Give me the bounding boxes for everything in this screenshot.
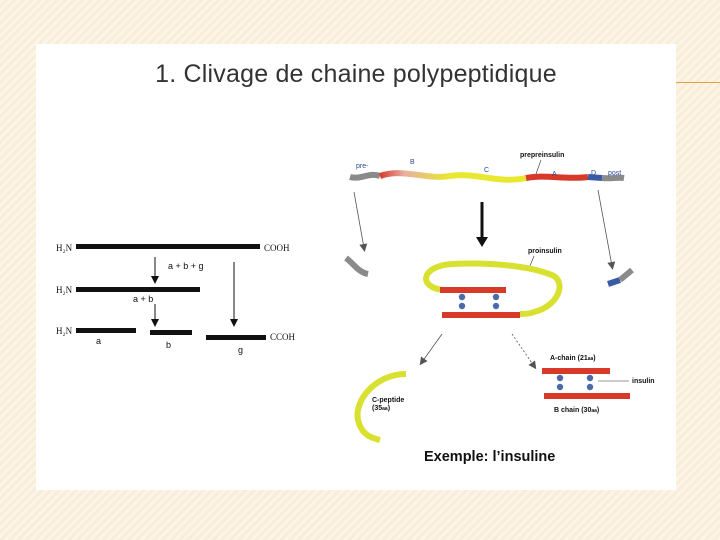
segment-g-bar (206, 335, 266, 340)
proinsulin-c-loop (423, 260, 563, 317)
slide-caption: Exemple: l’insuline (424, 449, 556, 465)
arrow-to-cpeptide (419, 333, 443, 366)
d-segment (587, 174, 603, 181)
label-insulin: insulin (632, 378, 655, 385)
h2n-label-3: H₂N (56, 326, 73, 336)
b-segment (379, 170, 451, 180)
label-b: B (410, 159, 415, 166)
arrow-label-ab: a + b (133, 294, 153, 304)
label-pre: pre- (356, 163, 369, 170)
label-proinsulin: proinsulin (528, 248, 562, 255)
post-fragment-blue (607, 277, 621, 287)
segment-a-label: a (96, 336, 101, 346)
decorative-line (676, 82, 720, 83)
insulin-diagram: pre- B C A D post prepreinsulin proinsul… (344, 152, 655, 443)
partial-chain-bar (76, 287, 200, 292)
post-fragment-gray (618, 267, 634, 283)
diagram-canvas: H₂N COOH a + b + g H₂N a + b H₂N CCOH a … (56, 152, 655, 443)
c-segment (449, 172, 527, 183)
label-cpeptide: C-peptide (372, 397, 404, 404)
arrow-to-post-fragment (597, 189, 616, 270)
segment-a-bar (76, 328, 136, 333)
cooh-label-1: COOH (264, 243, 290, 253)
arrow-to-pre-fragment (353, 191, 368, 252)
label-c: C (484, 167, 489, 174)
prepreinsulin-pointer (535, 159, 542, 175)
label-d: D (591, 170, 596, 177)
pre-fragment (344, 255, 369, 277)
arrow-to-insulin (511, 333, 537, 370)
label-cpeptide-count: (35aa) (372, 405, 390, 412)
segment-b-label: b (166, 340, 171, 350)
segment-g-label: g (238, 345, 243, 355)
main-arrow-head (476, 237, 488, 247)
arrow-label-abg: a + b + g (168, 261, 204, 271)
h2n-label-1: H₂N (56, 243, 73, 253)
label-achain: A-chain (21aa) (550, 355, 596, 362)
cooh-label-3: CCOH (270, 332, 296, 342)
full-chain-bar (76, 244, 260, 249)
cpeptide-fragment (354, 371, 407, 443)
label-prepreinsulin: prepreinsulin (520, 152, 564, 159)
slide-title: 1. Clivage de chaine polypeptidique (155, 60, 557, 88)
proinsulin-disulfide-bonds (458, 293, 500, 310)
proinsulin-pointer (529, 255, 535, 267)
h2n-label-2: H₂N (56, 285, 73, 295)
post-segment (601, 174, 625, 182)
slide-panel: 1. Clivage de chaine polypeptidique H₂N … (36, 44, 676, 490)
cleavage-diagram: H₂N COOH a + b + g H₂N a + b H₂N CCOH a … (56, 243, 296, 355)
segment-b-bar (150, 330, 192, 335)
pre-segment (349, 171, 382, 181)
insulin-disulfide-bonds (556, 374, 594, 391)
label-bchain: B chain (30aa) (554, 407, 599, 414)
a-segment (525, 173, 589, 181)
label-post: post (608, 170, 621, 177)
label-a: A (552, 171, 557, 178)
